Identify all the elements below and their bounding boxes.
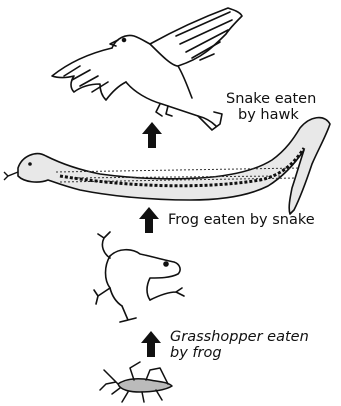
label-hawk-eats-snake: Snake eaten by hawk	[226, 91, 316, 123]
arrow-icon	[139, 207, 159, 233]
label-line: Frog eaten by snake	[168, 212, 315, 228]
label-line: Grasshopper eaten	[170, 329, 309, 345]
grasshopper-illustration	[100, 362, 172, 402]
hawk-illustration	[52, 8, 242, 130]
label-frog-eats-grasshopper: Grasshopper eaten by frog	[170, 329, 309, 361]
frog-illustration	[94, 232, 184, 322]
label-snake-eats-frog: Frog eaten by snake	[168, 212, 315, 228]
snake-illustration	[4, 118, 330, 214]
label-line: by hawk	[226, 107, 316, 123]
arrow-icon	[141, 331, 161, 357]
label-line: Snake eaten	[226, 91, 316, 107]
label-line: by frog	[170, 345, 309, 361]
arrow-icon	[142, 122, 162, 148]
